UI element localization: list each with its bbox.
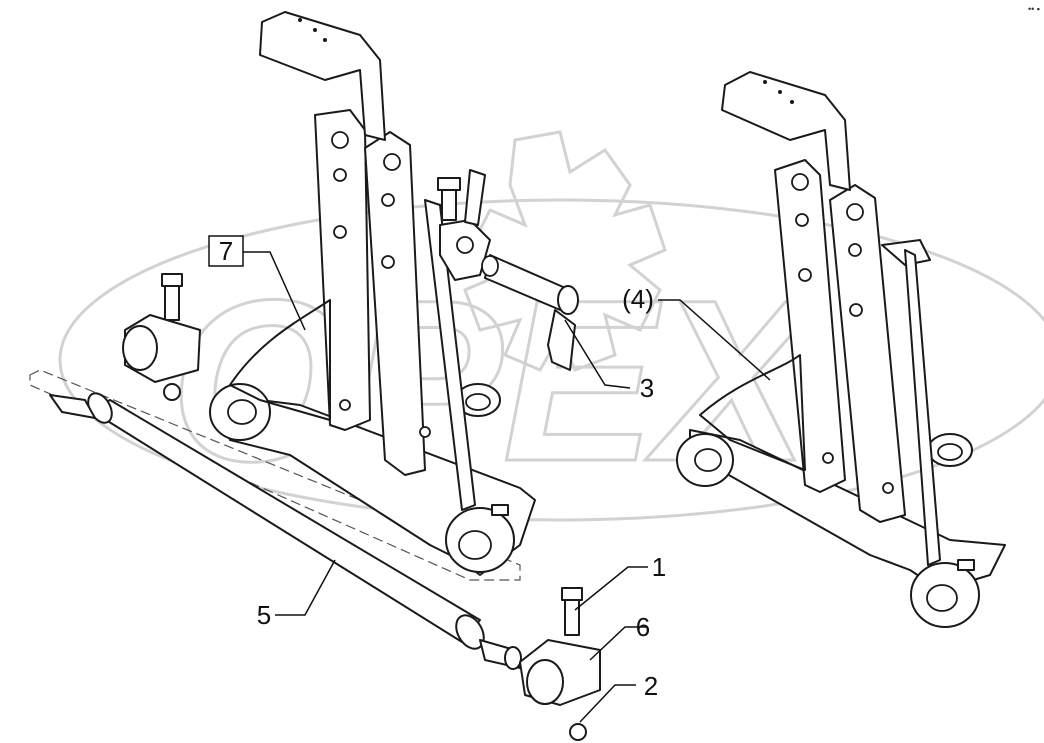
dot (313, 28, 317, 32)
hole (383, 153, 401, 171)
hole (798, 268, 812, 282)
nut-left (163, 383, 181, 401)
left-frame-bolt-head (437, 177, 461, 191)
left-frame-stud (491, 504, 509, 516)
hole (339, 399, 351, 411)
right-frame-upright-front (829, 184, 906, 523)
right-frame-assembly (676, 71, 1006, 628)
pin-with-handle (481, 254, 579, 371)
clamp-right (519, 587, 601, 741)
label-7-box (208, 235, 244, 267)
clamp-right-bolt-head (561, 587, 583, 601)
label-7: 7 (219, 236, 233, 266)
leader-2 (579, 684, 636, 723)
hole (791, 173, 809, 191)
hole (848, 243, 862, 257)
left-frame-eye-left-hole (227, 399, 257, 425)
dot (323, 38, 327, 42)
label-5: 5 (257, 600, 271, 630)
clamp-left-bore (122, 325, 158, 371)
left-frame-bushing-hole (465, 393, 491, 411)
dot (790, 100, 794, 104)
watermark-ellipse (58, 198, 1044, 522)
clamp-left (122, 273, 201, 401)
leader-7 (243, 251, 306, 331)
hole (331, 131, 349, 149)
left-frame-side-plate (424, 199, 476, 511)
label-4: (4) (622, 284, 654, 314)
left-frame-top-plate (259, 11, 386, 141)
pin-head (557, 285, 579, 315)
hole (419, 426, 431, 438)
dot (763, 80, 767, 84)
left-frame-assembly (209, 11, 536, 576)
label-1: 1 (652, 552, 666, 582)
right-frame-bushing-hole (937, 443, 963, 461)
leader-1 (574, 566, 648, 611)
leader-6 (589, 626, 648, 661)
dot (298, 18, 302, 22)
right-frame-upright-back (774, 159, 846, 493)
dot (778, 90, 782, 94)
hole (795, 213, 809, 227)
hole (333, 168, 347, 182)
hole (381, 193, 395, 207)
leader-4 (658, 299, 771, 381)
left-frame-gusset (229, 299, 331, 421)
leader-3 (564, 319, 631, 389)
clamp-left-bolt-head (161, 273, 183, 287)
hole (822, 452, 834, 464)
hole (882, 482, 894, 494)
hole (381, 255, 395, 269)
right-frame-stud (957, 559, 975, 571)
cylinder-rod-end (504, 646, 522, 670)
right-frame-side-plate (904, 249, 941, 566)
leader-5 (275, 559, 336, 616)
right-frame-gusset (699, 354, 806, 471)
label-6: 6 (636, 612, 650, 642)
left-frame-latch (464, 169, 486, 226)
cylinder-collar-right (455, 614, 485, 650)
pin-ring (481, 255, 499, 277)
left-frame-eye-right-hole (458, 530, 492, 560)
right-frame-top-plate (721, 71, 851, 191)
cylinder-rod-left (49, 394, 96, 419)
left-frame-bracket-hole (456, 236, 474, 254)
corner-mark: •• ▪ (1028, 4, 1040, 14)
label-3: 3 (640, 373, 654, 403)
right-frame-eye-left-hole (694, 448, 722, 472)
left-frame-upright-back (314, 109, 371, 431)
clamp-right-bore (526, 659, 564, 705)
nut-right (569, 723, 587, 741)
right-frame-eye-right-hole (926, 584, 958, 612)
cylinder-shaft (49, 392, 522, 670)
centerline-dashed (29, 369, 521, 581)
left-frame-upright-front (364, 131, 426, 476)
label-2: 2 (644, 671, 658, 701)
hole (849, 303, 863, 317)
hole (846, 203, 864, 221)
hole (333, 225, 347, 239)
